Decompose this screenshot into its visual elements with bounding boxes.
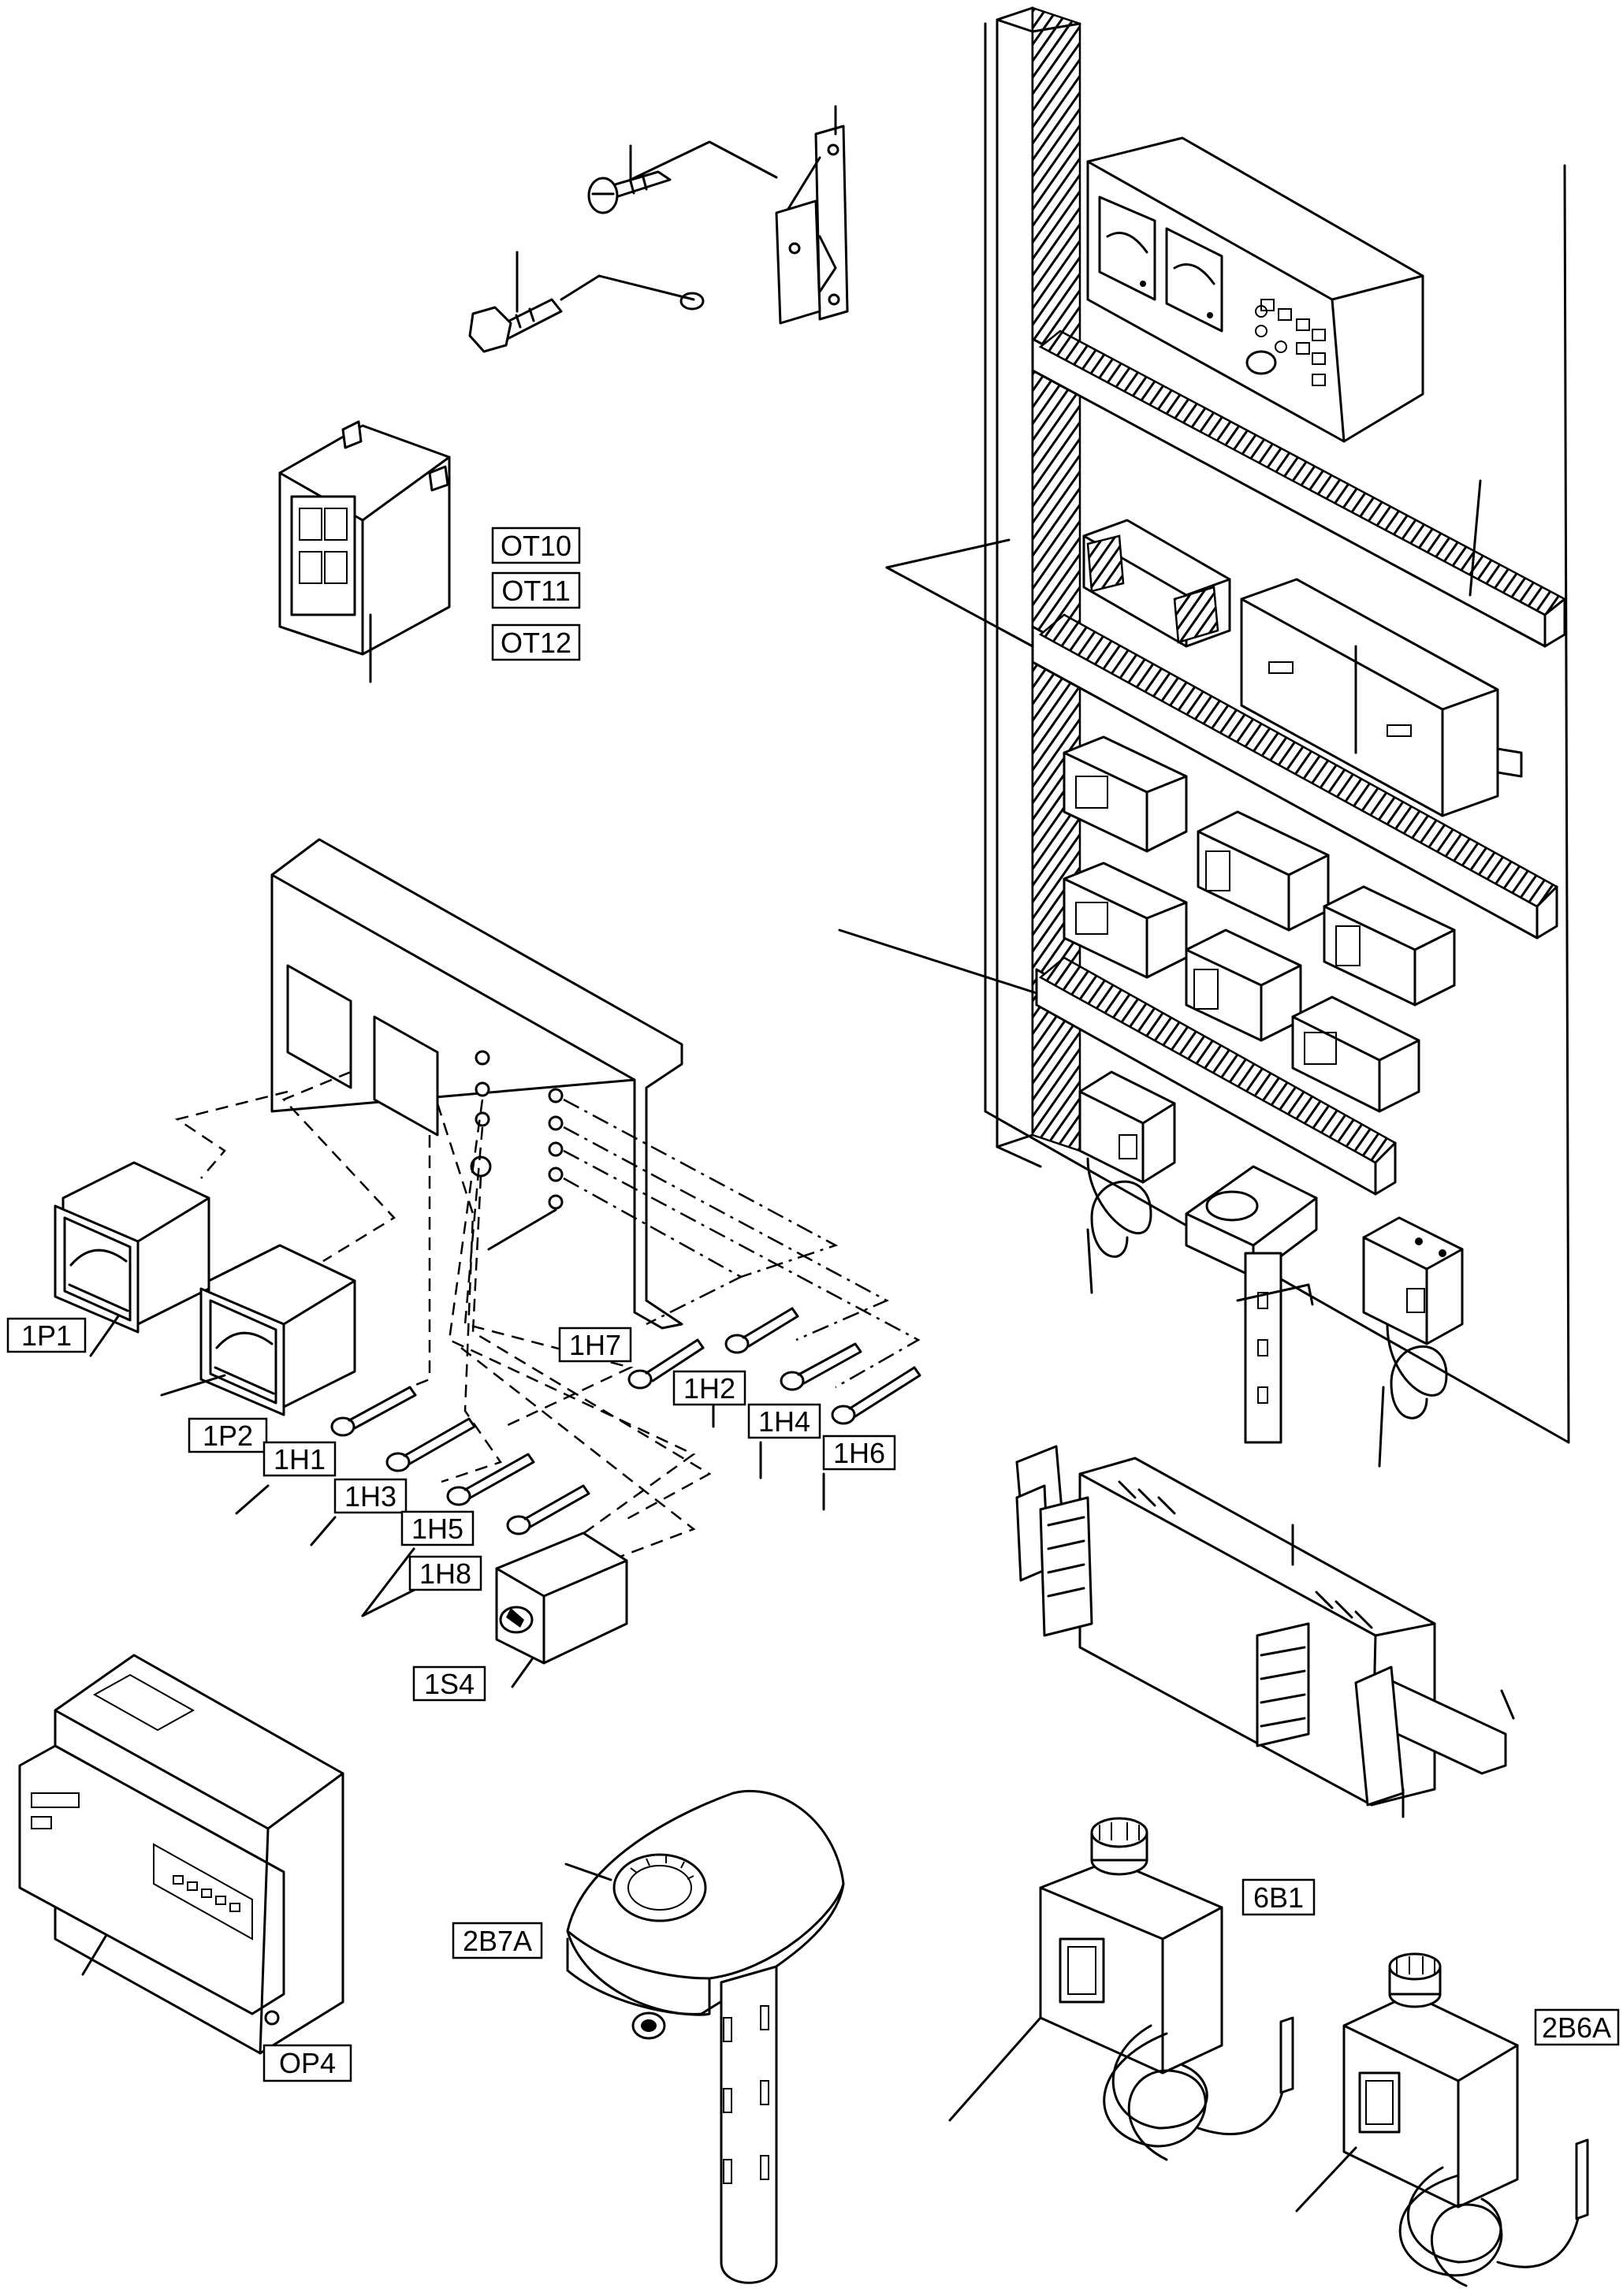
label-1s4: 1S4 bbox=[412, 1665, 486, 1702]
label-1h4-text: 1H4 bbox=[758, 1405, 810, 1438]
label-1h7: 1H7 bbox=[558, 1327, 632, 1363]
slotted-screw bbox=[587, 144, 672, 214]
transformer-ot10-12 bbox=[278, 420, 451, 683]
cabinet-rail-assembly bbox=[838, 6, 1570, 1444]
front-panel-plate bbox=[270, 838, 683, 1330]
label-1p1: 1P1 bbox=[6, 1317, 87, 1353]
label-2b7a-text: 2B7A bbox=[463, 1925, 532, 1957]
relay-3 bbox=[1063, 861, 1188, 979]
label-ot12: OT12 bbox=[491, 623, 581, 661]
capillary-thermostat-2b6a bbox=[1295, 1952, 1589, 2287]
rail-relays bbox=[1063, 735, 1456, 1113]
label-6b1: 6B1 bbox=[1241, 1878, 1316, 1916]
label-1h3-text: 1H3 bbox=[344, 1480, 396, 1513]
hex-bolt bbox=[468, 251, 563, 353]
indicator-lamps bbox=[330, 1307, 921, 1535]
label-1h8-text: 1H8 bbox=[419, 1557, 471, 1590]
angle-bracket bbox=[775, 105, 849, 325]
lamp-1h4 bbox=[780, 1342, 862, 1391]
label-1s4-text: 1S4 bbox=[424, 1668, 475, 1700]
label-1p2-text: 1P2 bbox=[203, 1420, 253, 1452]
lamp-1h6 bbox=[831, 1366, 921, 1425]
relay-5 bbox=[1185, 928, 1302, 1042]
label-1h7-text: 1H7 bbox=[569, 1329, 621, 1361]
control-panel-unit bbox=[1086, 136, 1424, 443]
label-1h5: 1H5 bbox=[400, 1510, 475, 1546]
selector-switch-1s4 bbox=[495, 1531, 628, 1665]
leader-lines-panel bbox=[89, 1315, 825, 1688]
lamp-1h2 bbox=[724, 1307, 799, 1354]
label-1p1-text: 1P1 bbox=[21, 1319, 72, 1352]
label-1h1: 1H1 bbox=[262, 1441, 337, 1477]
label-1h6-text: 1H6 bbox=[833, 1437, 885, 1469]
lamp-1h1 bbox=[330, 1386, 417, 1437]
rail-thermostat-2 bbox=[1362, 1216, 1464, 1468]
energy-meter-op4 bbox=[18, 1654, 344, 2055]
label-1h2: 1H2 bbox=[672, 1370, 746, 1406]
lamp-1h7 bbox=[627, 1338, 705, 1390]
label-2b6a-text: 2B6A bbox=[1542, 2011, 1611, 2044]
label-1h2-text: 1H2 bbox=[683, 1372, 735, 1405]
lamp-1h8 bbox=[506, 1484, 590, 1535]
label-2b6a: 2B6A bbox=[1534, 2008, 1620, 2046]
label-ot11-text: OT11 bbox=[501, 575, 570, 607]
label-op4: OP4 bbox=[262, 2044, 352, 2082]
label-ot10-text: OT10 bbox=[501, 530, 571, 562]
immersion-thermostat-2b7a bbox=[564, 1789, 845, 2284]
label-ot11: OT11 bbox=[491, 571, 581, 609]
label-1h8: 1H8 bbox=[408, 1555, 482, 1591]
label-op4-text: OP4 bbox=[279, 2047, 336, 2079]
label-ot10: OT10 bbox=[491, 527, 581, 564]
lock-washer bbox=[679, 292, 705, 311]
relay-2 bbox=[1197, 810, 1330, 932]
label-1h6: 1H6 bbox=[822, 1435, 896, 1471]
label-1h5-text: 1H5 bbox=[411, 1513, 463, 1545]
label-1h3: 1H3 bbox=[333, 1478, 408, 1514]
rail-thermostat-1 bbox=[1078, 1070, 1176, 1294]
relay-1 bbox=[1063, 735, 1188, 853]
lamp-1h5 bbox=[446, 1453, 535, 1506]
lamp-1h3 bbox=[385, 1417, 476, 1472]
gauge-1p2 bbox=[199, 1244, 356, 1416]
label-2b7a: 2B7A bbox=[452, 1922, 543, 1959]
label-ot12-text: OT12 bbox=[501, 627, 571, 659]
relay-4 bbox=[1323, 885, 1456, 1007]
label-1h4: 1H4 bbox=[747, 1403, 821, 1439]
relay-6 bbox=[1291, 995, 1420, 1113]
terminal-block-assembly bbox=[1015, 1445, 1515, 1818]
gauge-1p1 bbox=[54, 1161, 210, 1334]
mounting-hardware bbox=[468, 105, 849, 353]
capillary-thermostat-6b1 bbox=[948, 1817, 1294, 2161]
label-1h1-text: 1H1 bbox=[274, 1443, 326, 1475]
rail-terminal-modules bbox=[1082, 519, 1523, 817]
label-1p2: 1P2 bbox=[188, 1417, 268, 1453]
rail-immersion-sensor bbox=[1185, 1165, 1318, 1444]
label-6b1-text: 6B1 bbox=[1253, 1881, 1304, 1914]
